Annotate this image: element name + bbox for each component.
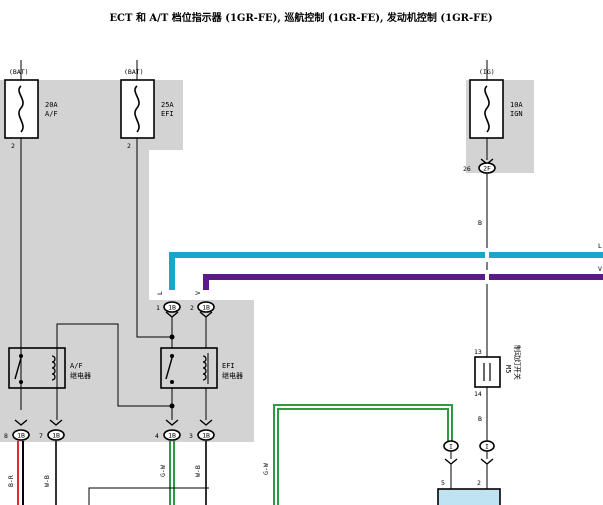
fuse-efi: (BAT) 25A EFI 2 [120,60,174,338]
svg-text:1B: 1B [168,432,176,440]
component-m5: 13 14 M5 制动灯开关 [474,345,522,398]
svg-text:2: 2 [127,142,131,150]
relay-efi: EFI 继电器 [160,347,243,389]
connector-bottom-4: 1B 4 [155,419,181,441]
svg-text:1: 1 [156,304,160,312]
ecu-component: 5 2 [437,464,501,505]
svg-text:M5: M5 [504,365,512,373]
wire-g-w-4: G-W [159,441,175,505]
connector-top-1: L 1B 1 [156,291,181,318]
svg-text:4: 4 [155,432,159,440]
svg-text:2: 2 [477,479,481,487]
svg-text:B-R: B-R [7,475,15,487]
svg-text:W-B: W-B [194,465,202,477]
svg-text:10A: 10A [510,101,523,109]
lower-box-wire [88,487,209,505]
junction-dot [169,403,175,409]
wire-purple-v [203,274,603,290]
wire-label-g-w-right: G-W [262,463,270,475]
svg-text:1B: 1B [17,432,25,440]
svg-text:L: L [156,291,164,295]
svg-text:8: 8 [4,432,8,440]
right-vertical-wire: B B [478,173,488,441]
svg-text:1B: 1B [202,432,210,440]
svg-text:26: 26 [463,165,471,173]
connector-bottom-3: 1B 3 [189,419,215,441]
svg-text:A/F: A/F [45,110,58,118]
svg-text:EFI: EFI [222,362,235,370]
svg-text:1B: 1B [52,432,60,440]
control-wires [56,317,207,420]
wire-w-b-3: W-B [194,441,207,505]
svg-text:14: 14 [474,390,482,398]
junction-dot [169,334,175,340]
svg-text:1B: 1B [168,304,176,312]
svg-text:3: 3 [189,432,193,440]
svg-text:13: 13 [474,348,482,356]
svg-text:2F: 2F [483,165,491,173]
wire-end-label-v: V [598,265,602,273]
svg-text:(BAT): (BAT) [9,68,29,76]
connector-bottom-8: 1B 8 [4,419,30,441]
svg-text:2: 2 [190,304,194,312]
fuse-af: (BAT) 20A A/F 2 [4,60,58,410]
svg-text:1B: 1B [202,304,210,312]
svg-text:EFI: EFI [161,110,174,118]
svg-text:I: I [485,443,489,451]
wire-b-r: B-R [7,441,24,505]
svg-text:A/F: A/F [70,362,83,370]
svg-text:V: V [194,291,202,295]
svg-text:G-W: G-W [159,465,167,477]
wire-w-b-7: W-B [43,441,57,505]
svg-text:B: B [478,219,482,227]
connector-right-g-w: I [443,440,459,465]
svg-text:IGN: IGN [510,110,523,118]
svg-text:7: 7 [39,432,43,440]
svg-text:继电器: 继电器 [222,371,243,380]
svg-text:制动灯开关: 制动灯开关 [513,345,522,380]
svg-text:W-B: W-B [43,475,51,487]
svg-text:20A: 20A [45,101,58,109]
svg-text:B: B [478,415,482,423]
relay-af: A/F 继电器 [8,347,91,389]
wire-green-g-w [273,404,453,505]
diagram-title: ECT 和 A/T 档位指示器 (1GR-FE), 巡航控制 (1GR-FE),… [109,11,492,24]
svg-text:(BAT): (BAT) [124,68,144,76]
svg-text:I: I [449,443,453,451]
connector-top-2: V 1B 2 [190,291,215,318]
fuse-ign: (IG) 10A IGN 2F 26 [463,60,523,174]
svg-text:2: 2 [11,142,15,150]
svg-text:继电器: 继电器 [70,371,91,380]
svg-text:5: 5 [441,479,445,487]
connector-bottom-7: 1B 7 [39,419,65,441]
wire-blue-l [169,252,603,290]
wire-end-label-l: L [598,242,602,250]
connector-right-b: I [479,440,495,465]
svg-text:25A: 25A [161,101,174,109]
